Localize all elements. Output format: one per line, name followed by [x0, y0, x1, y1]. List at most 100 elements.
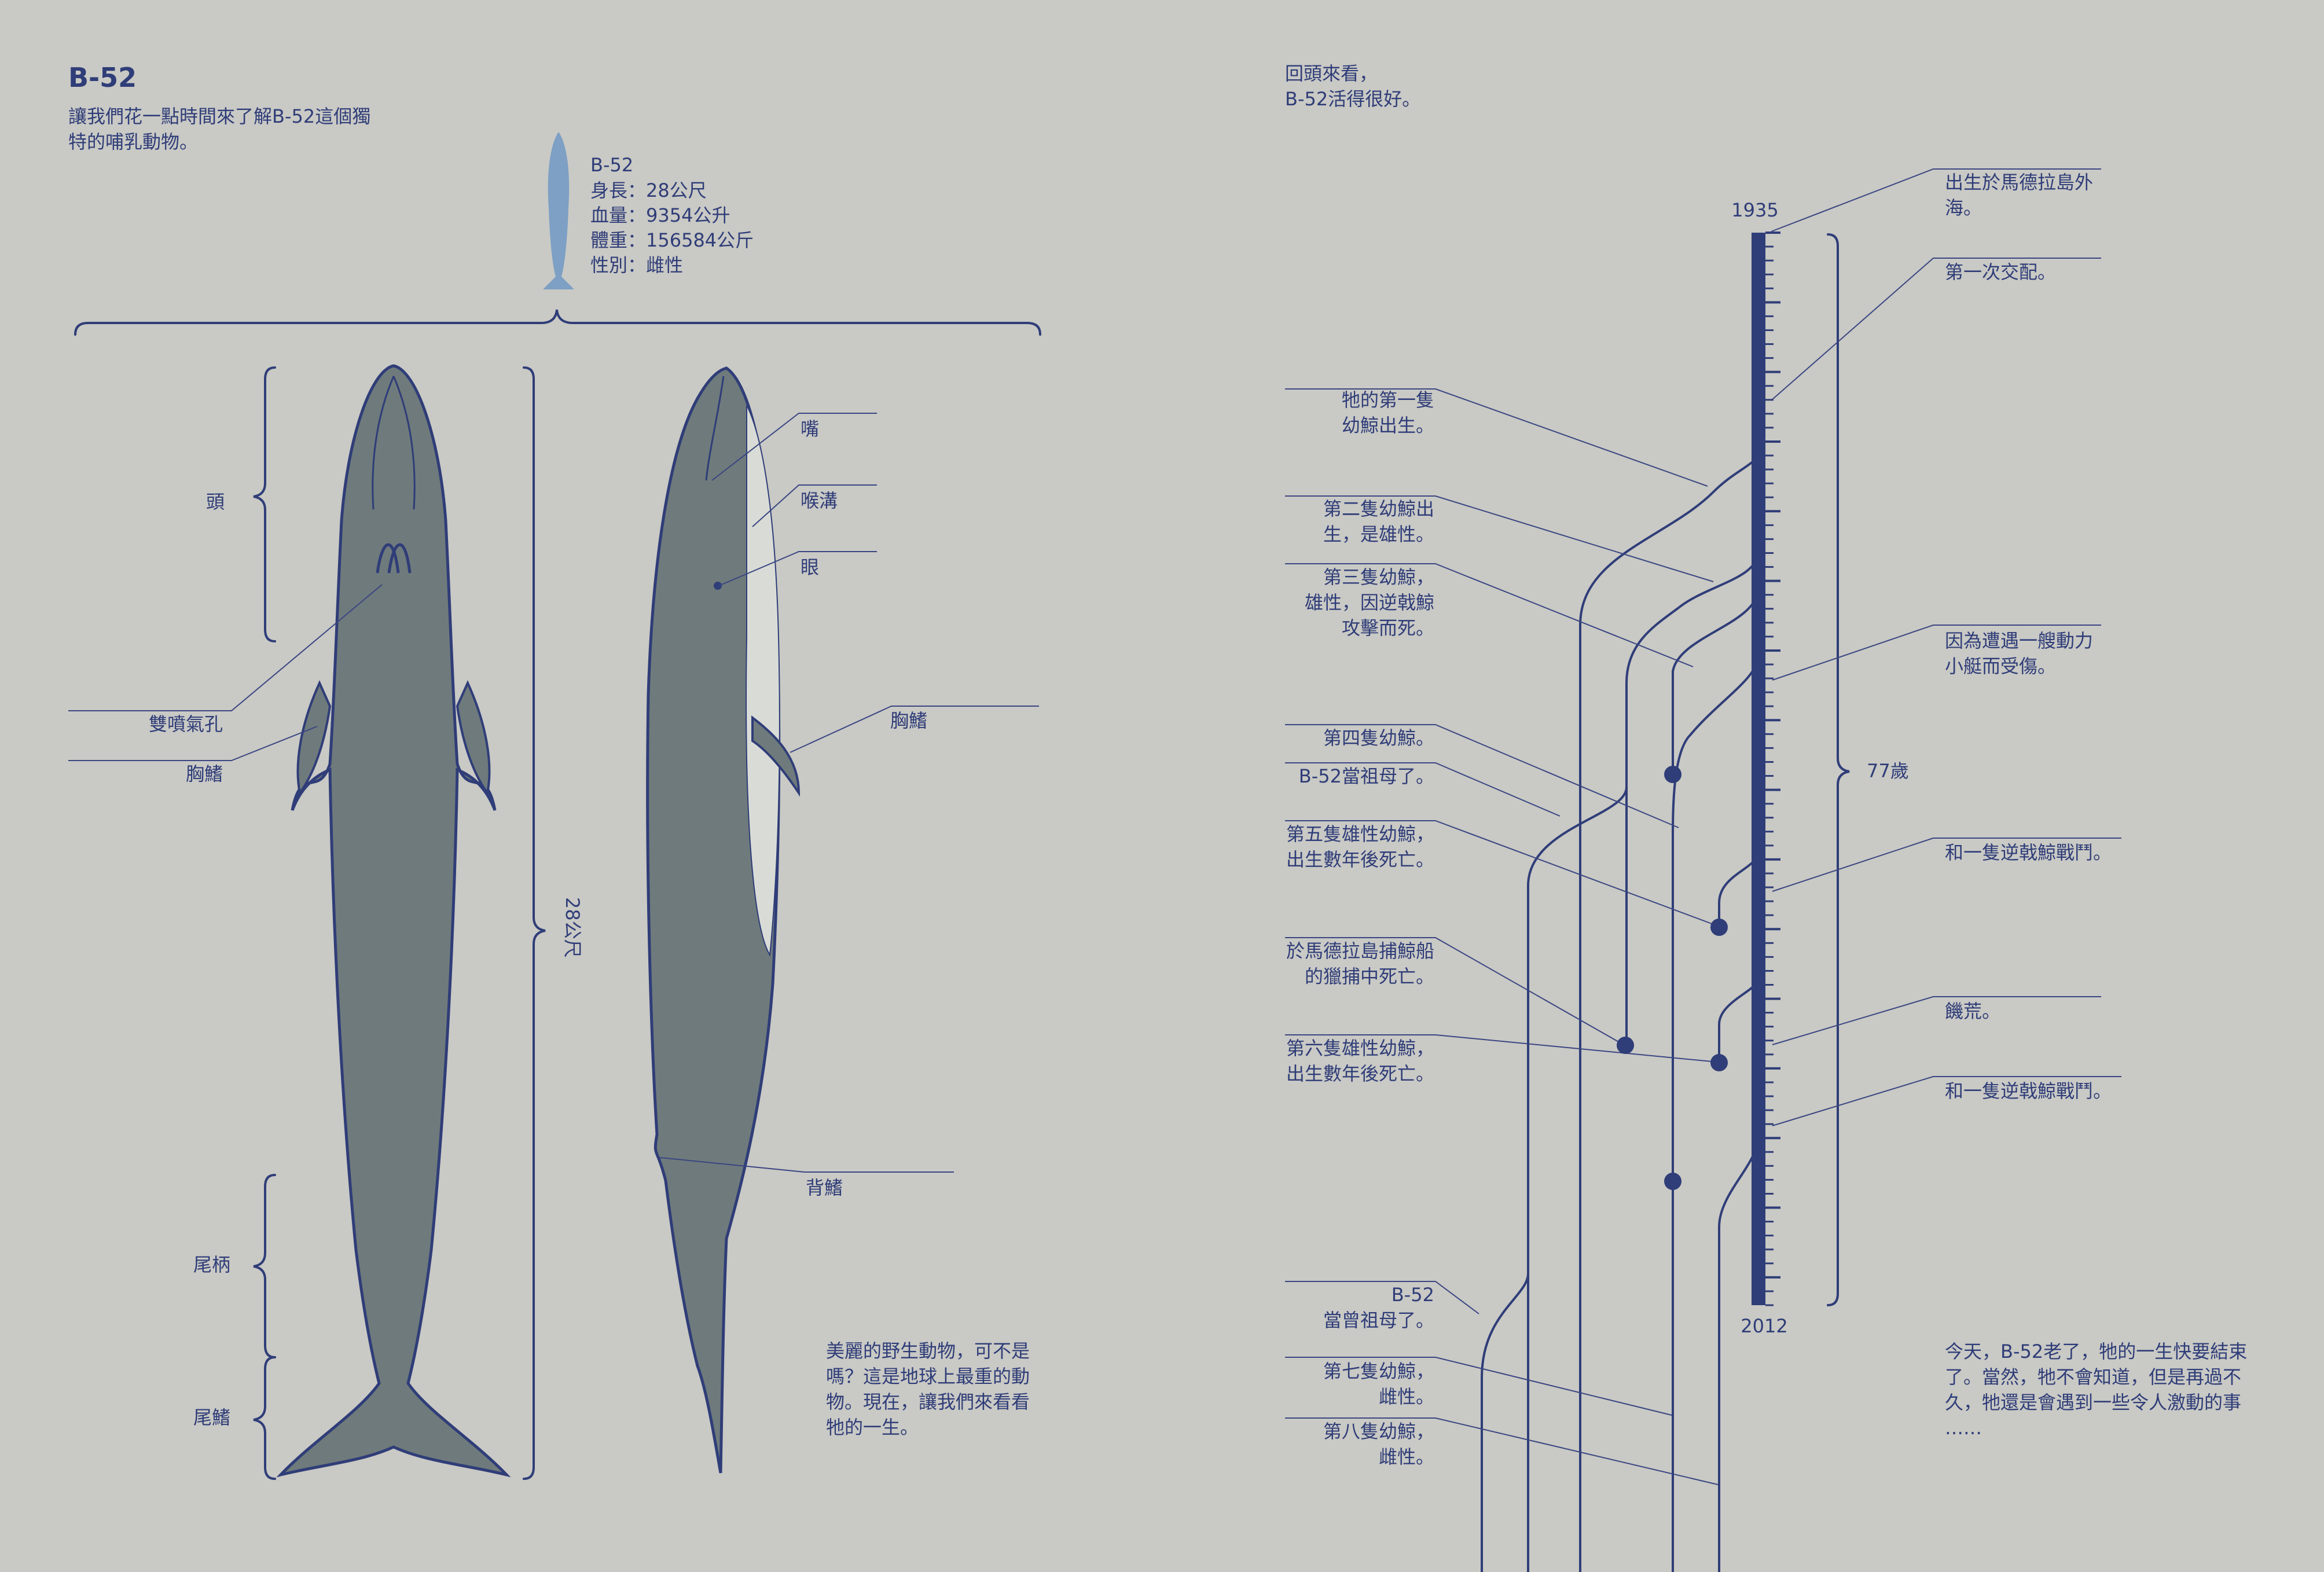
svg-text:美麗的野生動物，可不是: 美麗的野生動物，可不是 [826, 1340, 1030, 1362]
leader-mouth [711, 413, 877, 481]
svg-text:嗎？這是地球上最重的動: 嗎？這是地球上最重的動 [826, 1365, 1030, 1387]
leader-l4 [1285, 762, 1561, 817]
svg-text:海。: 海。 [1945, 197, 1982, 219]
leader-l5 [1285, 820, 1719, 927]
lifespan-brace [1827, 233, 1850, 1306]
svg-text:的獵捕中死亡。: 的獵捕中死亡。 [1305, 965, 1434, 987]
leader-flipper-right [790, 706, 1039, 753]
svg-text:出生數年後死亡。: 出生數年後死亡。 [1286, 849, 1434, 871]
timeline-end-year: 2012 [1741, 1315, 1787, 1337]
intro-line-1: 讓我們花一點時間來了解B-52這個獨 [68, 105, 370, 127]
svg-text:當曾祖母了。: 當曾祖母了。 [1323, 1309, 1434, 1331]
timeline-start-year: 1935 [1731, 199, 1778, 221]
svg-text:雌性。: 雌性。 [1379, 1446, 1434, 1468]
label-flipper-right: 胸鰭 [890, 710, 927, 732]
leader-r4 [1772, 996, 2101, 1045]
intro-line-2: 特的哺乳動物。 [68, 131, 198, 153]
svg-text:第八隻幼鯨，: 第八隻幼鯨， [1323, 1420, 1434, 1442]
svg-text:第一次交配。: 第一次交配。 [1945, 261, 2056, 283]
label-flipper-left: 胸鰭 [186, 763, 223, 785]
eye-mark [714, 582, 722, 590]
label-head: 頭 [206, 491, 225, 513]
svg-text:久，牠還是會遇到一些令人激動的事: 久，牠還是會遇到一些令人激動的事 [1945, 1391, 2241, 1413]
svg-text:物。現在，讓我們來看看: 物。現在，讓我們來看看 [826, 1391, 1030, 1413]
stat-name: B-52 [590, 154, 633, 176]
svg-text:出生於馬德拉島外: 出生於馬德拉島外 [1945, 171, 2093, 193]
leader-r0 [1771, 168, 2101, 232]
svg-text:饑荒。: 饑荒。 [1945, 1000, 2000, 1022]
stat-blood: 血量：9354公升 [590, 204, 730, 226]
label-length: 28公尺 [561, 897, 583, 958]
caption-left: 美麗的野生動物，可不是 嗎？這是地球上最重的動 物。現在，讓我們來看看 牠的一生… [826, 1340, 1030, 1438]
svg-text:第五隻雄性幼鯨，: 第五隻雄性幼鯨， [1286, 823, 1434, 845]
leader-l3 [1285, 724, 1679, 828]
whale-top-view [276, 364, 511, 1478]
svg-text:攻擊而死。: 攻擊而死。 [1342, 617, 1434, 639]
width-brace [74, 309, 1041, 336]
svg-text:……: …… [1945, 1417, 1982, 1439]
svg-text:今天，B-52老了，牠的一生快要結束: 今天，B-52老了，牠的一生快要結束 [1945, 1340, 2247, 1362]
svg-text:幼鯨出生。: 幼鯨出生。 [1342, 414, 1434, 436]
svg-text:B-52當祖母了。: B-52當祖母了。 [1299, 765, 1434, 787]
lookback-line-2: B-52活得很好。 [1285, 88, 1420, 110]
svg-text:第二隻幼鯨出: 第二隻幼鯨出 [1323, 498, 1434, 520]
leader-l1 [1285, 495, 1714, 582]
closing-text: 今天，B-52老了，牠的一生快要結束 了。當然，牠不會知道，但是再過不 久，牠還… [1945, 1340, 2247, 1439]
stat-length: 身長：28公尺 [590, 179, 707, 201]
svg-text:了。當然，牠不會知道，但是再過不: 了。當然，牠不會知道，但是再過不 [1945, 1366, 2241, 1388]
svg-text:第六隻雄性幼鯨，: 第六隻雄性幼鯨， [1286, 1037, 1434, 1059]
tail-stock-brace [253, 1174, 276, 1358]
leader-l10 [1285, 1417, 1719, 1485]
left-events: 牠的第一隻 幼鯨出生。 第二隻幼鯨出 生，是雄性。 第三隻幼鯨， 雄性，因逆戟鯨… [1286, 389, 1434, 1468]
leader-l0 [1285, 388, 1708, 487]
head-brace [253, 366, 276, 642]
svg-text:和一隻逆戟鯨戰鬥。: 和一隻逆戟鯨戰鬥。 [1945, 1080, 2112, 1102]
leader-l9 [1285, 1357, 1672, 1416]
death-marker [1617, 1037, 1634, 1054]
svg-text:雌性。: 雌性。 [1379, 1386, 1434, 1408]
fluke-brace [253, 1356, 276, 1480]
right-events: 出生於馬德拉島外 海。 第一次交配。 因為遭遇一艘動力 小艇而受傷。 和一隻逆戟… [1945, 171, 2112, 1102]
svg-text:因為遭遇一艘動力: 因為遭遇一艘動力 [1945, 630, 2093, 652]
small-whale-icon [543, 132, 574, 289]
leader-blowhole [68, 584, 383, 711]
label-age: 77歲 [1867, 760, 1909, 782]
svg-text:生，是雄性。: 生，是雄性。 [1323, 523, 1434, 545]
label-mouth: 嘴 [801, 418, 819, 440]
svg-text:B-52: B-52 [1392, 1284, 1434, 1306]
label-blowhole: 雙噴氣孔 [149, 713, 223, 735]
label-eye: 眼 [801, 556, 819, 578]
death-markers [1617, 766, 1728, 1190]
label-throat-grooves: 喉溝 [801, 490, 838, 512]
death-marker [1664, 766, 1681, 783]
leader-r3 [1772, 838, 2121, 892]
svg-text:小艇而受傷。: 小艇而受傷。 [1945, 655, 2056, 677]
leader-throat [752, 484, 877, 527]
svg-text:牠的第一隻: 牠的第一隻 [1342, 389, 1434, 411]
label-fluke: 尾鰭 [193, 1406, 230, 1428]
timeline-bar [1752, 232, 1780, 1306]
leader-flipper-left [68, 726, 318, 761]
svg-text:和一隻逆戟鯨戰鬥。: 和一隻逆戟鯨戰鬥。 [1945, 842, 2112, 864]
descendant-lines [1481, 451, 1760, 1572]
leader-l2 [1285, 563, 1694, 667]
leader-r1 [1772, 258, 2101, 400]
death-marker [1710, 1054, 1728, 1071]
svg-text:第七隻幼鯨，: 第七隻幼鯨， [1323, 1360, 1434, 1382]
svg-text:出生數年後死亡。: 出生數年後死亡。 [1286, 1063, 1434, 1085]
svg-text:於馬德拉島捕鯨船: 於馬德拉島捕鯨船 [1286, 940, 1434, 962]
stat-weight: 體重：156584公斤 [590, 229, 754, 251]
death-marker [1664, 1173, 1681, 1190]
whale-side-view [646, 366, 801, 1474]
leader-r2 [1772, 625, 2101, 681]
page-title: B-52 [68, 62, 137, 93]
svg-text:牠的一生。: 牠的一生。 [826, 1416, 919, 1438]
death-marker [1710, 919, 1728, 936]
svg-text:第四隻幼鯨。: 第四隻幼鯨。 [1323, 727, 1434, 749]
stat-sex: 性別：雌性 [590, 254, 683, 276]
leader-l6 [1285, 937, 1624, 1045]
lookback-line-1: 回頭來看， [1285, 63, 1378, 85]
svg-text:雄性，因逆戟鯨: 雄性，因逆戟鯨 [1305, 592, 1434, 614]
label-tail-stock: 尾柄 [193, 1254, 230, 1276]
